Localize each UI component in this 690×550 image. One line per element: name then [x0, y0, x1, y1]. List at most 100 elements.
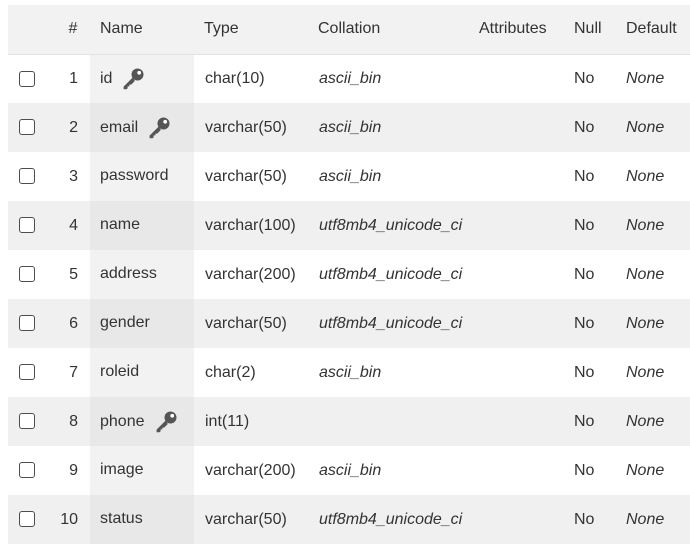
column-name-cell[interactable]: name	[90, 201, 194, 250]
key-icon	[147, 116, 171, 140]
row-checkbox-cell	[8, 348, 48, 397]
row-checkbox-cell	[8, 250, 48, 299]
header-collation[interactable]: Collation	[318, 20, 381, 38]
column-attributes	[475, 495, 568, 544]
column-type: varchar(200)	[205, 265, 296, 283]
header-checkbox-cell	[8, 5, 48, 54]
column-name-cell[interactable]: status	[90, 495, 194, 544]
row-checkbox[interactable]	[19, 217, 35, 234]
column-type: varchar(50)	[205, 314, 287, 332]
row-number: 5	[69, 265, 78, 283]
column-collation: utf8mb4_unicode_ci	[319, 314, 463, 332]
column-null: No	[574, 118, 595, 136]
column-name-cell[interactable]: roleid	[90, 348, 194, 397]
column-type: char(10)	[205, 69, 265, 87]
column-name-cell[interactable]: image	[90, 446, 194, 495]
header-name[interactable]: Name	[100, 20, 143, 38]
key-icon	[154, 410, 178, 434]
column-collation: utf8mb4_unicode_ci	[319, 216, 463, 234]
column-type: varchar(100)	[205, 216, 296, 234]
row-checkbox-cell	[8, 446, 48, 495]
column-attributes	[475, 54, 568, 103]
table-row: 5 address varchar(200) utf8mb4_unicode_ci No…	[8, 250, 690, 299]
column-type: varchar(200)	[205, 461, 296, 479]
column-null: No	[574, 363, 595, 381]
column-collation: utf8mb4_unicode_ci	[319, 510, 463, 528]
column-name[interactable]: email	[100, 118, 139, 136]
row-checkbox[interactable]	[19, 70, 35, 87]
column-null: No	[574, 265, 595, 283]
column-attributes	[475, 397, 568, 446]
column-null: No	[574, 461, 595, 479]
header-default[interactable]: Default	[626, 20, 677, 38]
column-attributes	[475, 201, 568, 250]
column-name[interactable]: id	[100, 69, 113, 87]
column-type: varchar(50)	[205, 167, 287, 185]
row-checkbox[interactable]	[19, 462, 35, 479]
row-checkbox-cell	[8, 299, 48, 348]
column-attributes	[475, 348, 568, 397]
column-name[interactable]: name	[100, 216, 141, 234]
table-header: # Name Type Collation Attributes Null De…	[8, 5, 690, 54]
row-checkbox[interactable]	[19, 119, 35, 136]
column-name-cell[interactable]: phone	[90, 397, 194, 446]
row-number: 1	[69, 69, 78, 87]
column-collation: utf8mb4_unicode_ci	[319, 265, 463, 283]
column-attributes	[475, 446, 568, 495]
column-name-cell[interactable]: address	[90, 250, 194, 299]
header-number[interactable]: #	[68, 20, 78, 38]
key-icon	[121, 67, 145, 91]
column-null: No	[574, 167, 595, 185]
row-checkbox[interactable]	[19, 266, 35, 283]
column-name[interactable]: phone	[100, 412, 145, 430]
row-checkbox[interactable]	[19, 511, 35, 528]
column-default: None	[626, 461, 665, 479]
header-type[interactable]: Type	[204, 20, 239, 38]
column-name-cell[interactable]: id	[90, 54, 194, 103]
column-name[interactable]: password	[100, 167, 169, 185]
column-name-cell[interactable]: gender	[90, 299, 194, 348]
column-default: None	[626, 363, 665, 381]
column-type: varchar(50)	[205, 118, 287, 136]
column-type: int(11)	[205, 412, 250, 430]
column-default: None	[626, 69, 665, 87]
row-checkbox-cell	[8, 54, 48, 103]
column-null: No	[574, 412, 595, 430]
row-checkbox[interactable]	[19, 364, 35, 381]
column-name-cell[interactable]: password	[90, 152, 194, 201]
column-name[interactable]: status	[100, 510, 143, 528]
row-checkbox-cell	[8, 397, 48, 446]
row-number: 8	[69, 412, 78, 430]
column-name-cell[interactable]: email	[90, 103, 194, 152]
column-type: varchar(50)	[205, 510, 287, 528]
row-checkbox[interactable]	[19, 413, 35, 430]
row-checkbox[interactable]	[19, 315, 35, 332]
column-type: char(2)	[205, 363, 256, 381]
column-null: No	[574, 216, 595, 234]
column-name[interactable]: address	[100, 265, 157, 283]
column-name[interactable]: roleid	[100, 363, 140, 381]
header-null[interactable]: Null	[574, 20, 602, 38]
row-number: 4	[69, 216, 78, 234]
header-attributes[interactable]: Attributes	[479, 20, 547, 38]
row-number: 6	[69, 314, 78, 332]
table-structure: # Name Type Collation Attributes Null De…	[8, 5, 690, 544]
row-checkbox-cell	[8, 152, 48, 201]
column-collation: ascii_bin	[319, 363, 382, 381]
column-attributes	[475, 152, 568, 201]
row-number: 9	[69, 461, 78, 479]
column-default: None	[626, 510, 665, 528]
table-row: 8 phone int(11) No None	[8, 397, 690, 446]
column-collation: ascii_bin	[319, 69, 382, 87]
column-collation: ascii_bin	[319, 118, 382, 136]
column-name[interactable]: gender	[100, 314, 150, 332]
column-attributes	[475, 103, 568, 152]
row-checkbox[interactable]	[19, 168, 35, 185]
column-name[interactable]: image	[100, 461, 144, 479]
column-default: None	[626, 412, 665, 430]
